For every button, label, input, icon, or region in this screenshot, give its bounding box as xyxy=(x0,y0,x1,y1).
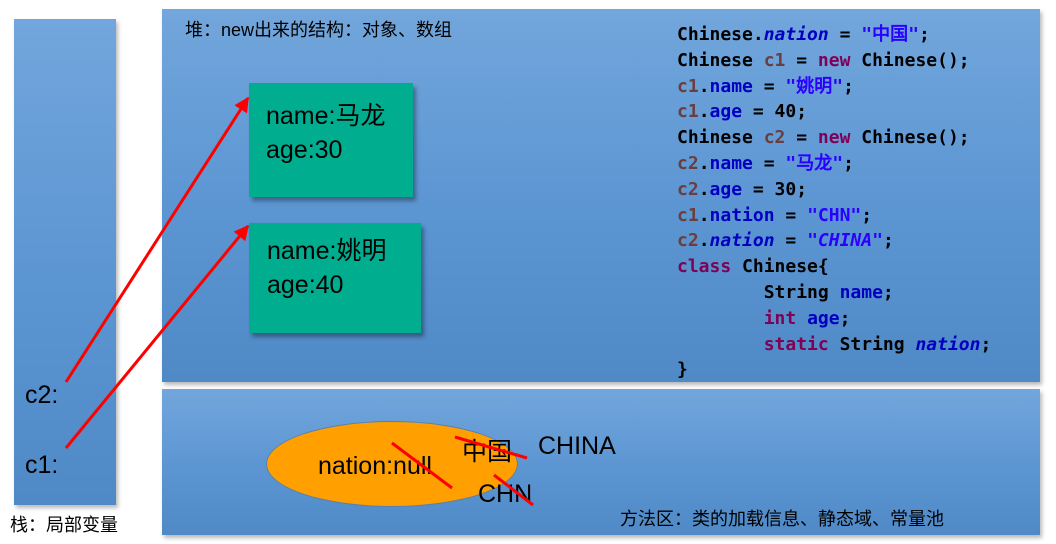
code-token: String xyxy=(677,281,840,303)
code-token: name xyxy=(709,152,753,174)
code-token: . xyxy=(698,75,710,97)
code-token: ; xyxy=(843,152,854,174)
code-token: String xyxy=(828,333,916,355)
code-token: Chinese. xyxy=(677,24,764,45)
code-token: "中国" xyxy=(861,24,919,45)
code-line: c2.nation = "CHINA"; xyxy=(677,228,991,254)
heap-object-c2: name:马龙 age:30 xyxy=(249,83,413,197)
code-token: c1 xyxy=(677,101,699,123)
strike-chn xyxy=(493,473,534,507)
code-line: c2.age = 30; xyxy=(677,177,991,203)
code-token: = xyxy=(828,24,862,45)
code-line: int age; xyxy=(677,306,991,332)
code-token: = 40; xyxy=(742,101,808,123)
heap-object-c1: name:姚明 age:40 xyxy=(249,223,421,333)
reference-arrow-c2 xyxy=(64,96,250,383)
code-token: = xyxy=(752,152,786,174)
heap-caption: 堆：new出来的结构：对象、数组 xyxy=(185,20,453,40)
code-line: c1.name = "姚明"; xyxy=(677,74,991,100)
code-token: = xyxy=(785,49,818,71)
code-token: ; xyxy=(918,24,930,45)
code-token: c2 xyxy=(677,152,699,174)
code-token: c2 xyxy=(677,230,699,252)
static-field-label: nation:null xyxy=(318,452,432,480)
code-token: name xyxy=(839,281,883,303)
code-line: c1.age = 40; xyxy=(677,99,991,125)
code-token: nation xyxy=(709,230,775,252)
static-value-china: CHINA xyxy=(538,432,616,460)
code-token: ; xyxy=(843,75,854,97)
object-age-field: age:30 xyxy=(266,136,343,164)
code-token: ; xyxy=(861,204,873,226)
strike-nation-null xyxy=(391,441,453,490)
code-token: Chinese(); xyxy=(850,127,970,149)
code-token: "CHN" xyxy=(807,204,862,226)
stack-var-c1: c1: xyxy=(25,451,59,479)
object-name-field: name:姚明 xyxy=(267,237,387,265)
code-token: c2 xyxy=(677,178,699,200)
object-name-field: name:马龙 xyxy=(266,102,386,130)
code-token: } xyxy=(677,359,688,381)
code-token: . xyxy=(698,101,710,123)
code-token: Chinese xyxy=(677,49,764,71)
code-token: nation xyxy=(915,333,981,355)
code-line: } xyxy=(677,357,991,383)
code-token: static xyxy=(763,333,829,355)
code-token: "马龙" xyxy=(785,152,844,174)
code-token: c1 xyxy=(677,204,699,226)
code-token: age xyxy=(807,307,840,329)
code-token: class xyxy=(677,256,732,278)
stack-caption: 栈：局部变量 xyxy=(10,515,118,535)
code-token: = xyxy=(774,230,808,252)
code-token: = xyxy=(752,75,786,97)
code-token: = xyxy=(785,127,818,149)
static-field-oval xyxy=(266,421,518,507)
code-token: . xyxy=(698,204,710,226)
method-area-caption: 方法区：类的加载信息、静态域、常量池 xyxy=(620,509,944,529)
code-token: "CHINA" xyxy=(807,230,883,252)
code-token: nation xyxy=(763,24,829,45)
code-token: Chinese xyxy=(677,127,764,149)
code-token: Chinese{ xyxy=(731,256,829,278)
code-token: . xyxy=(698,152,710,174)
code-token: ; xyxy=(839,307,851,329)
code-token: Chinese(); xyxy=(850,49,970,71)
code-token: nation xyxy=(709,204,775,226)
code-token: "姚明" xyxy=(785,75,844,97)
object-age-field: age:40 xyxy=(267,271,344,299)
code-line: static String nation; xyxy=(677,332,992,358)
code-token: ; xyxy=(980,333,992,355)
stack-panel xyxy=(14,19,116,505)
code-listing: Chinese.nation = "中国";Chinese c1 = new C… xyxy=(677,22,991,383)
code-line: class Chinese{ xyxy=(677,254,991,280)
reference-arrow-c1 xyxy=(64,224,250,449)
code-token: . xyxy=(698,230,710,252)
code-token: age xyxy=(709,178,743,200)
code-token: new xyxy=(817,49,851,71)
code-token: c1 xyxy=(763,49,786,71)
code-token: c1 xyxy=(677,75,699,97)
code-token: c2 xyxy=(763,127,786,149)
code-line: Chinese c2 = new Chinese(); xyxy=(677,125,991,151)
code-token: = xyxy=(774,204,808,226)
code-line: Chinese.nation = "中国"; xyxy=(677,22,991,48)
stack-var-c2: c2: xyxy=(25,381,59,409)
code-line: Chinese c1 = new Chinese(); xyxy=(677,48,991,74)
code-token: ; xyxy=(882,281,894,303)
code-line: c1.nation = "CHN"; xyxy=(677,203,991,229)
strike-china-cn xyxy=(454,435,528,460)
code-token: age xyxy=(709,101,743,123)
code-token: int xyxy=(763,307,797,329)
code-token: ; xyxy=(882,230,894,252)
code-line: String name; xyxy=(677,280,991,306)
code-token: = 30; xyxy=(742,178,808,200)
code-token: new xyxy=(817,127,851,149)
code-line: c2.name = "马龙"; xyxy=(677,151,991,177)
code-token: name xyxy=(709,75,753,97)
code-token: . xyxy=(698,178,710,200)
